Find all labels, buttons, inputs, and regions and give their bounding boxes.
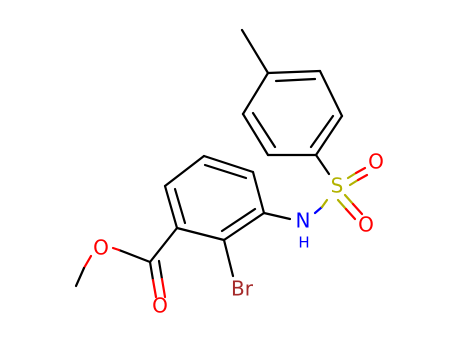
bond-benz-5 [163,184,179,230]
bond-s-otop-2-red [356,173,369,182]
atom-o-ester: O [93,236,109,260]
bond-s-obot-2-yellow [343,193,355,206]
bond-benz-2 [251,170,266,215]
atom-h: H [298,234,309,252]
bond-tolyl-3 [314,114,344,157]
bond-methyl-ring [240,28,270,75]
bond-tolyl-1-inner [274,77,317,83]
bond-s-otop-1-yellow [346,171,358,180]
bond-benz-3 [222,211,266,242]
bond-co-double-1-red [151,278,158,299]
atom-o-sulfonyl-top: O [368,150,384,174]
bond-s-otop-1-red [354,166,367,175]
bond-benz-6 [163,154,206,188]
bond-ring-carbonyl [148,226,179,264]
bond-benz-1-inner [203,163,248,180]
bond-n-s-blue [313,205,324,215]
bond-carbonyl-oester [117,248,152,264]
bond-n-s-yellow [320,198,329,209]
bond-tolyl-s [314,153,331,176]
bond-group [74,28,369,299]
bond-tolyl-3-inner [309,114,335,149]
bond-s-obot-1-red [344,207,357,221]
bond-oester-methyl [74,266,86,288]
bond-co-double-1 [148,260,155,282]
bond-s-obot-1-yellow [336,198,348,211]
atom-br: Br [231,277,254,301]
atom-n: N [296,209,311,233]
bond-tolyl-5 [241,112,270,157]
bond-s-otop-2-yellow [348,178,360,187]
bond-tolyl-6 [241,71,270,116]
atom-o-carbonyl: O [152,294,168,318]
bond-benz-4 [175,226,226,242]
atom-s: S [331,174,344,198]
bond-oester-methyl-red [82,254,93,270]
bond-co-double-2 [157,259,164,281]
bond-tolyl-1 [266,69,322,75]
atom-labels: O O Br N H S O O [93,150,384,318]
atom-o-sulfonyl-bottom: O [358,213,374,237]
bond-ring-nh [262,211,292,221]
bond-benz-3-inner [220,207,257,233]
bond-tolyl-5-inner [251,111,277,149]
bond-co-double-2-red [160,277,167,299]
bond-ring-br [222,238,235,278]
bond-benz-5-inner [173,187,187,225]
bond-tolyl-2 [318,69,344,118]
bond-benz-1 [202,154,255,174]
bond-s-obot-2-red [351,202,364,216]
bond-carbonyl-oester-red [111,246,121,252]
